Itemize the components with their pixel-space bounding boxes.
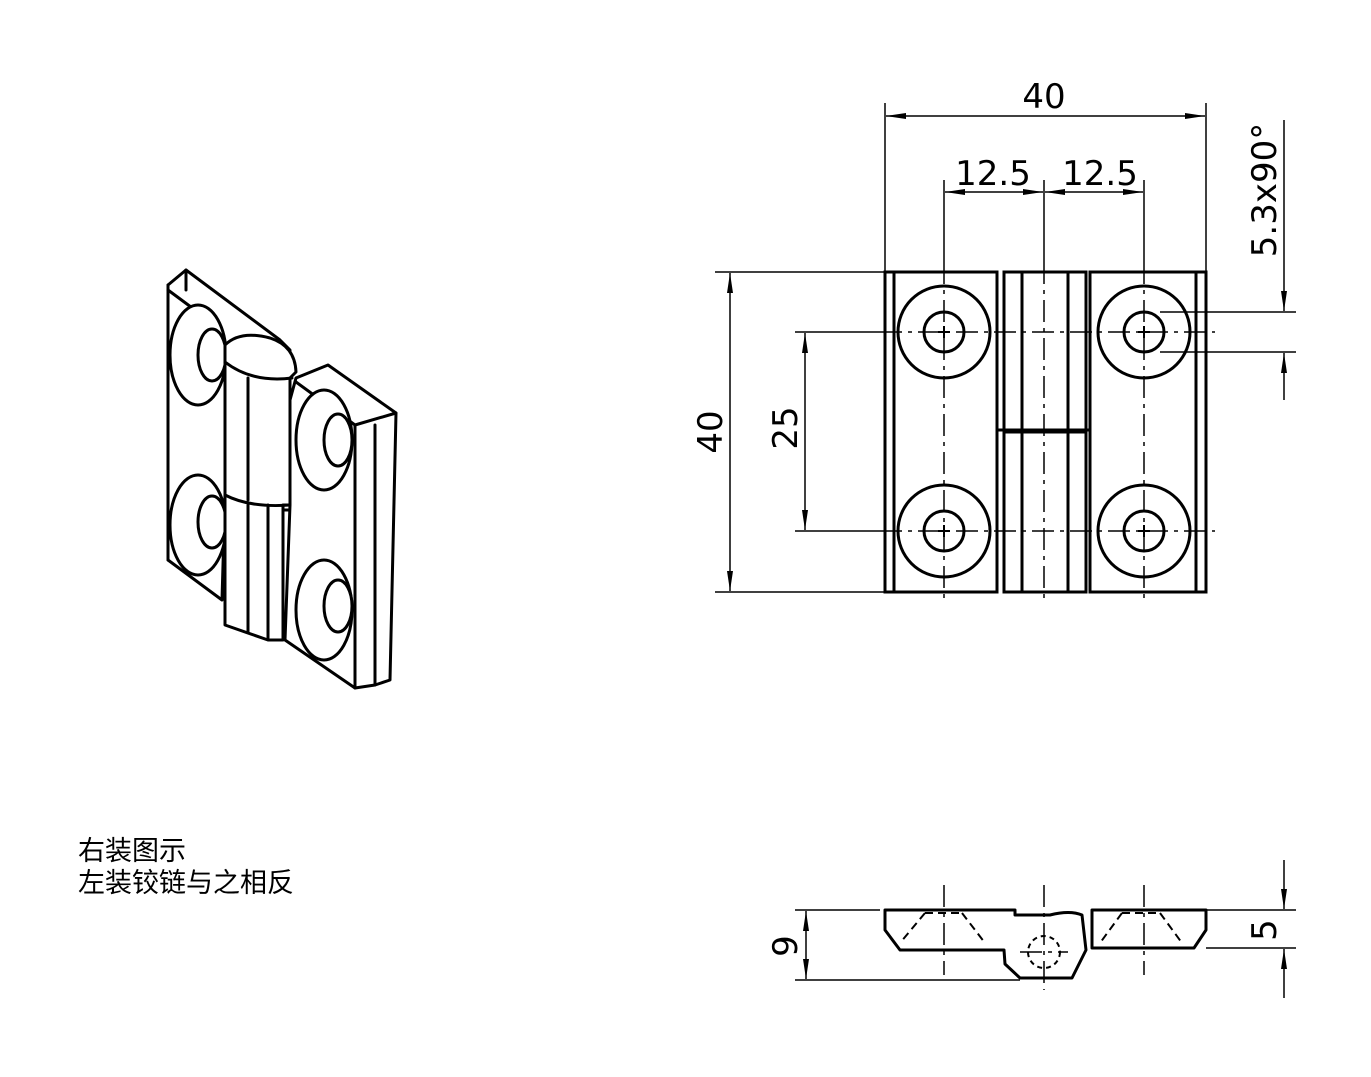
side-left-leaf [883, 908, 1088, 980]
center-lines [880, 262, 1215, 604]
dim-leaf-thickness: 5 [1245, 919, 1285, 941]
front-knuckle-upper [1002, 270, 1088, 432]
side-dimensions [795, 860, 1296, 998]
isometric-hinge-view [166, 268, 398, 690]
dim-overall-width: 40 [1022, 77, 1065, 117]
side-view [883, 885, 1208, 990]
dim-countersink: 5.3x90° [1245, 123, 1285, 257]
dim-hole-spacing-right: 12.5 [1062, 154, 1138, 194]
side-right-leaf [1090, 908, 1208, 950]
front-left-leaf [883, 270, 999, 594]
iso-knuckle-edge [223, 360, 294, 640]
front-view [880, 262, 1215, 604]
front-dimensions [715, 103, 1296, 593]
note-line-1: 右装图示 [78, 836, 186, 867]
note-line-2: 左装铰链与之相反 [78, 868, 294, 899]
iso-hole-icon [196, 494, 228, 550]
front-right-leaf [1088, 270, 1208, 594]
iso-hole-icon [196, 327, 228, 383]
dim-hole-spacing-left: 12.5 [955, 154, 1031, 194]
iso-hole-icon [322, 412, 354, 468]
front-knuckle-lower [1002, 430, 1088, 594]
dim-side-thickness: 9 [766, 935, 806, 957]
iso-hole-icon [322, 578, 354, 634]
mounting-note: 右装图示 左装铰链与之相反 [78, 836, 294, 900]
dim-overall-height: 40 [691, 410, 731, 453]
dim-hole-pitch: 25 [766, 406, 806, 449]
